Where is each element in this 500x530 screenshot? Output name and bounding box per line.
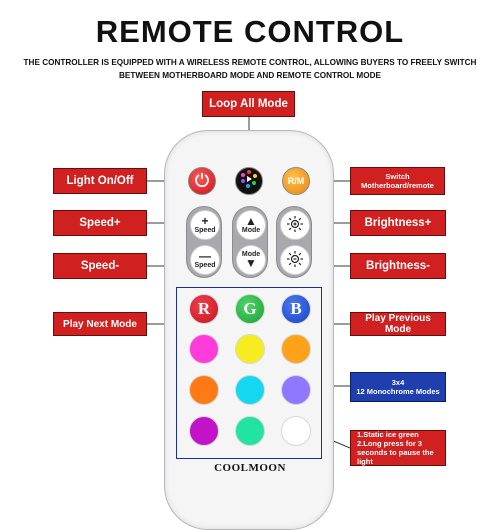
note-line-2: 2.Long press for 3 seconds to pause the … bbox=[357, 439, 434, 466]
speed-plus-label: Speed+ bbox=[53, 210, 147, 236]
speed-rocker: + Speed — Speed bbox=[186, 206, 222, 278]
speed-down-button[interactable]: — Speed bbox=[190, 245, 220, 275]
power-button[interactable] bbox=[188, 167, 216, 195]
play-next-mode-label: Play Next Mode bbox=[53, 312, 147, 336]
color-buttons-panel bbox=[176, 287, 322, 459]
switch-mode-label: Switch Motherboard/remote bbox=[350, 167, 445, 195]
brightness-down-button[interactable] bbox=[280, 245, 310, 275]
color-button[interactable] bbox=[281, 334, 311, 364]
sun-plus-icon bbox=[286, 215, 304, 235]
page-title: REMOTE CONTROL bbox=[95, 14, 405, 49]
speed-down-label: Speed bbox=[194, 262, 216, 269]
brightness-minus-label: Brightness- bbox=[350, 253, 446, 279]
mode-rocker: ▲ Mode Mode ▼ bbox=[232, 206, 268, 278]
red-button-label: R bbox=[197, 299, 211, 318]
green-button-label: G bbox=[243, 299, 257, 318]
ice-green-button[interactable] bbox=[235, 416, 265, 446]
loop-all-mode-label: Loop All Mode bbox=[202, 91, 295, 117]
note-line-1: 1.Static ice green bbox=[357, 430, 419, 439]
page-subtitle: THE CONTROLLER IS EQUIPPED WITH A WIRELE… bbox=[23, 58, 477, 80]
color-button[interactable] bbox=[281, 375, 311, 405]
mode-up-label: Mode bbox=[241, 227, 261, 234]
brand-logo: COOLMOON bbox=[214, 462, 286, 474]
speed-up-button[interactable]: + Speed bbox=[190, 210, 220, 240]
rainbow-play-icon bbox=[237, 167, 261, 196]
blue-button-label: B bbox=[290, 299, 302, 318]
brightness-rocker bbox=[276, 206, 312, 278]
light-onoff-label: Light On/Off bbox=[53, 168, 147, 194]
rm-button-label: R/M bbox=[287, 176, 305, 186]
play-previous-mode-label: Play Previous Mode bbox=[350, 312, 446, 336]
color-button[interactable] bbox=[189, 375, 219, 405]
power-icon bbox=[194, 171, 210, 192]
brightness-plus-label: Brightness+ bbox=[350, 210, 446, 236]
grid-subtitle: 12 Monochrome Modes bbox=[356, 387, 440, 396]
white-button[interactable] bbox=[281, 416, 311, 446]
mode-up-button[interactable]: ▲ Mode bbox=[236, 210, 266, 240]
minus-icon: — bbox=[199, 249, 211, 263]
triangle-down-icon: ▼ bbox=[245, 256, 257, 270]
color-button[interactable] bbox=[235, 375, 265, 405]
switch-rm-button[interactable]: R/M bbox=[282, 167, 310, 195]
mode-down-label: Mode bbox=[241, 251, 261, 258]
ice-green-note-label: 1.Static ice green 2.Long press for 3 se… bbox=[350, 430, 446, 466]
color-button[interactable] bbox=[189, 416, 219, 446]
remote-control-body bbox=[164, 130, 334, 530]
color-button[interactable] bbox=[189, 334, 219, 364]
speed-up-label: Speed bbox=[194, 227, 216, 234]
blue-button[interactable]: B bbox=[281, 294, 311, 324]
triangle-up-icon: ▲ bbox=[245, 214, 257, 228]
speed-minus-label: Speed- bbox=[53, 253, 147, 279]
monochrome-modes-label: 3x4 12 Monochrome Modes bbox=[350, 372, 446, 402]
grid-title: 3x4 bbox=[391, 378, 405, 387]
red-button[interactable]: R bbox=[189, 294, 219, 324]
mode-down-button[interactable]: Mode ▼ bbox=[236, 245, 266, 275]
sun-minus-icon bbox=[286, 250, 304, 270]
brightness-up-button[interactable] bbox=[280, 210, 310, 240]
green-button[interactable]: G bbox=[235, 294, 265, 324]
color-button[interactable] bbox=[235, 334, 265, 364]
loop-all-button[interactable] bbox=[235, 167, 263, 195]
plus-icon: + bbox=[201, 214, 209, 228]
